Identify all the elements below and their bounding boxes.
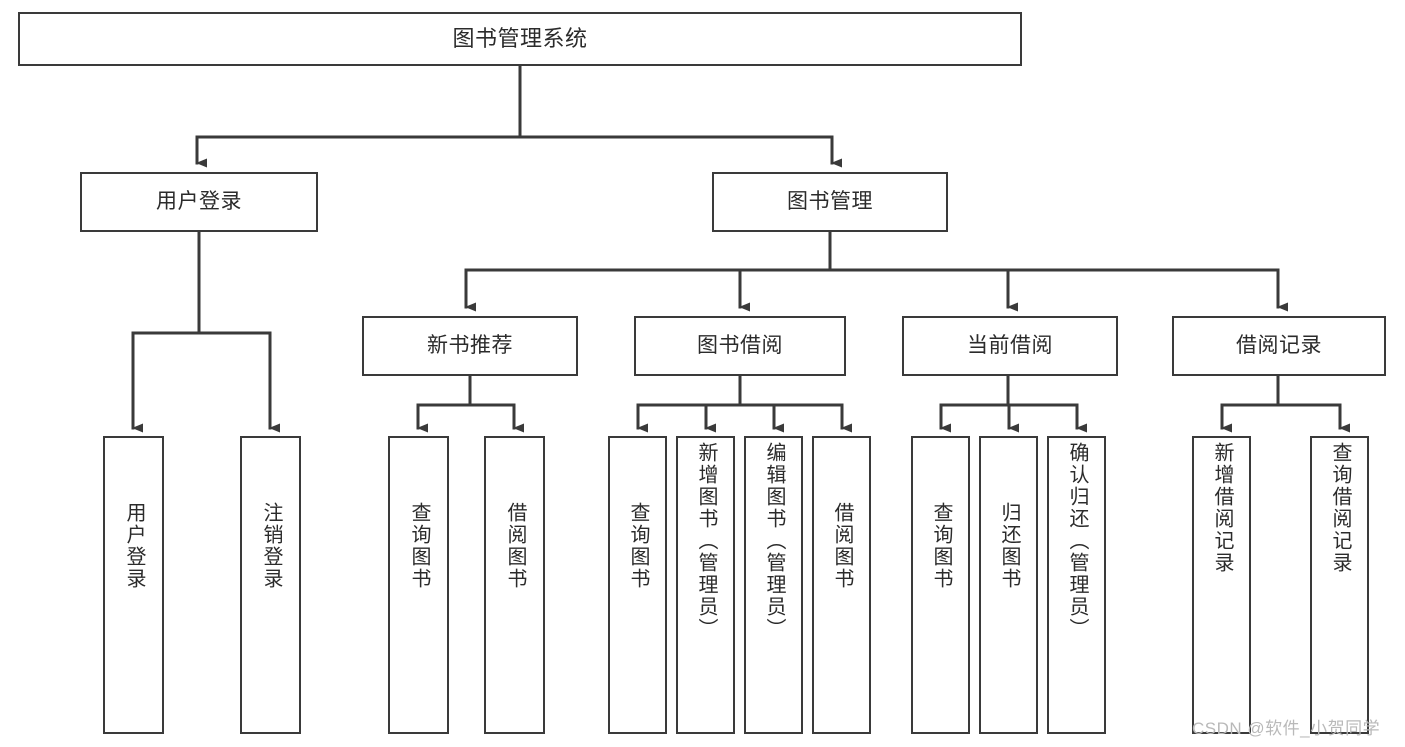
node-label: 图书管理系统 (452, 25, 588, 51)
node-label: 新增图书（管理员） (695, 442, 717, 640)
node-leaf-edit-book-admin[interactable]: 编辑图书（管理员） (744, 436, 803, 734)
node-label: 用户登录 (156, 190, 242, 214)
node-user-login[interactable]: 用户登录 (80, 172, 318, 232)
node-label: 编辑图书（管理员） (763, 442, 785, 640)
node-leaf-return-book[interactable]: 归还图书 (979, 436, 1038, 734)
node-label: 新书推荐 (427, 334, 513, 358)
node-leaf-query-book-current[interactable]: 查询图书 (911, 436, 970, 734)
node-leaf-logout[interactable]: 注销登录 (240, 436, 301, 734)
node-label: 注销登录 (260, 502, 282, 590)
node-leaf-query-book-borrow[interactable]: 查询图书 (608, 436, 667, 734)
node-leaf-borrow-book-newbook[interactable]: 借阅图书 (484, 436, 545, 734)
node-label: 查询借阅记录 (1329, 442, 1351, 574)
node-label: 当前借阅 (967, 334, 1053, 358)
node-leaf-confirm-return-admin[interactable]: 确认归还（管理员） (1047, 436, 1106, 734)
node-leaf-user-login[interactable]: 用户登录 (103, 436, 164, 734)
node-root-book-management-system[interactable]: 图书管理系统 (18, 12, 1022, 66)
node-label: 查询图书 (408, 502, 430, 590)
node-label: 确认归还（管理员） (1066, 442, 1088, 640)
node-leaf-borrow-book-borrow[interactable]: 借阅图书 (812, 436, 871, 734)
node-book-borrowing[interactable]: 图书借阅 (634, 316, 846, 376)
node-label: 查询图书 (627, 502, 649, 590)
node-label: 图书借阅 (697, 334, 783, 358)
node-leaf-add-borrow-record[interactable]: 新增借阅记录 (1192, 436, 1251, 734)
csdn-watermark: CSDN @软件_小贺同学 (1192, 719, 1381, 738)
node-current-borrowing[interactable]: 当前借阅 (902, 316, 1118, 376)
node-label: 借阅记录 (1236, 334, 1322, 358)
node-leaf-query-borrow-record[interactable]: 查询借阅记录 (1310, 436, 1369, 734)
node-label: 借阅图书 (831, 502, 853, 590)
node-label: 图书管理 (787, 190, 873, 214)
node-new-book-recommendation[interactable]: 新书推荐 (362, 316, 578, 376)
node-label: 借阅图书 (504, 502, 526, 590)
node-book-management[interactable]: 图书管理 (712, 172, 948, 232)
node-leaf-query-book-newbook[interactable]: 查询图书 (388, 436, 449, 734)
node-label: 归还图书 (998, 502, 1020, 590)
node-label: 查询图书 (930, 502, 952, 590)
node-label: 用户登录 (123, 502, 145, 590)
node-label: 新增借阅记录 (1211, 442, 1233, 574)
node-leaf-add-book-admin[interactable]: 新增图书（管理员） (676, 436, 735, 734)
node-borrowing-record[interactable]: 借阅记录 (1172, 316, 1386, 376)
